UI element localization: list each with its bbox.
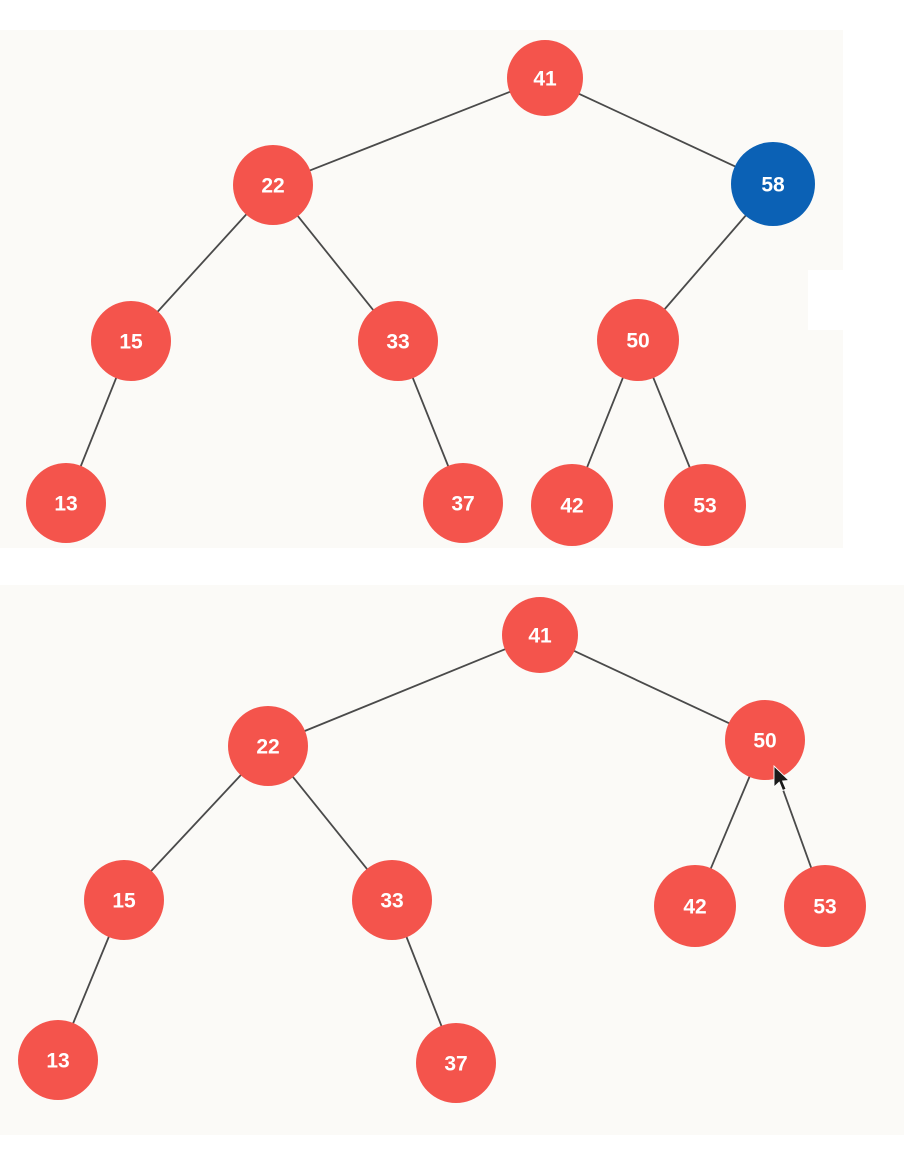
tree-node-37[interactable]: 37: [416, 1023, 496, 1103]
tree-node-label: 53: [813, 896, 836, 919]
tree-edge: [79, 375, 118, 469]
tree-node-circle[interactable]: [228, 706, 308, 786]
tree-edge: [71, 934, 111, 1026]
tree-node-22[interactable]: 22: [233, 145, 313, 225]
tree-node-circle[interactable]: [725, 700, 805, 780]
tree-edge: [291, 775, 369, 871]
tree-edge: [405, 935, 443, 1028]
tree-edge: [662, 213, 748, 312]
tree-node-circle[interactable]: [597, 299, 679, 381]
tree-node-circle[interactable]: [84, 860, 164, 940]
tree-panel-after-deletion: 41 22 50 15 33 42 53 13 37: [0, 585, 904, 1135]
tree-node-50[interactable]: 50: [597, 299, 679, 381]
tree-node-label: 15: [112, 890, 136, 913]
tree-node-circle[interactable]: [531, 464, 613, 546]
tree-node-label: 33: [386, 331, 409, 354]
tree-node-label: 58: [761, 174, 785, 197]
tree-node-label: 42: [683, 896, 706, 919]
tree-node-41[interactable]: 41: [502, 597, 578, 673]
tree-node-37[interactable]: 37: [423, 463, 503, 543]
tree-edge: [149, 773, 243, 873]
tree-node-58[interactable]: 58: [731, 142, 815, 226]
tree-node-15[interactable]: 15: [84, 860, 164, 940]
tree-node-15[interactable]: 15: [91, 301, 171, 381]
tree-node-53[interactable]: 53: [784, 865, 866, 947]
tree-edge: [302, 647, 508, 733]
tree-edge: [155, 212, 249, 314]
white-patch-artifact: [808, 270, 843, 330]
tree-node-42[interactable]: 42: [531, 464, 613, 546]
tree-node-41[interactable]: 41: [507, 40, 583, 116]
tree-edge: [411, 375, 450, 469]
tree-node-circle[interactable]: [664, 464, 746, 546]
tree-node-circle[interactable]: [18, 1020, 98, 1100]
tree-node-13[interactable]: 13: [26, 463, 106, 543]
tree-diagram-before-deletion: 41 22 58 15 33 50 13 37 42 53: [26, 40, 815, 546]
tree-node-circle[interactable]: [502, 597, 578, 673]
tree-edge: [777, 775, 813, 870]
tree-node-label: 22: [256, 736, 279, 759]
tree-node-label: 37: [451, 493, 474, 516]
tree-node-circle[interactable]: [91, 301, 171, 381]
tree-node-label: 42: [560, 495, 583, 518]
tree-edge: [296, 214, 375, 312]
tree-edge: [572, 649, 731, 725]
tree-node-circle[interactable]: [233, 145, 313, 225]
tree-node-circle[interactable]: [423, 463, 503, 543]
tree-node-circle[interactable]: [654, 865, 736, 947]
tree-node-22[interactable]: 22: [228, 706, 308, 786]
tree-node-13[interactable]: 13: [18, 1020, 98, 1100]
tree-node-circle[interactable]: [507, 40, 583, 116]
tree-node-53[interactable]: 53: [664, 464, 746, 546]
tree-node-circle[interactable]: [731, 142, 815, 226]
tree-node-label: 15: [119, 331, 143, 354]
tree-node-label: 13: [54, 493, 77, 516]
tree-node-label: 33: [380, 890, 403, 913]
tree-node-label: 41: [533, 68, 557, 91]
tree-node-33[interactable]: 33: [352, 860, 432, 940]
tree-node-label: 50: [626, 330, 649, 353]
tree-node-label: 22: [261, 175, 284, 198]
tree-node-circle[interactable]: [416, 1023, 496, 1103]
tree-node-33[interactable]: 33: [358, 301, 438, 381]
tree-edge: [308, 90, 512, 172]
tree-node-circle[interactable]: [352, 860, 432, 940]
tree-node-label: 50: [753, 730, 776, 753]
tree-node-42[interactable]: 42: [654, 865, 736, 947]
tree-edge: [651, 375, 692, 470]
tree-panel-before-deletion: 41 22 58 15 33 50 13 37 42 53: [0, 30, 843, 548]
tree-node-50[interactable]: 50: [725, 700, 805, 780]
tree-node-label: 13: [46, 1050, 69, 1073]
tree-node-label: 53: [693, 495, 716, 518]
tree-node-circle[interactable]: [358, 301, 438, 381]
tree-edge: [577, 92, 738, 168]
tree-node-circle[interactable]: [784, 865, 866, 947]
tree-diagram-after-deletion: 41 22 50 15 33 42 53 13 37: [18, 597, 866, 1103]
tree-node-circle[interactable]: [26, 463, 106, 543]
tree-node-label: 37: [444, 1053, 467, 1076]
tree-edge: [709, 774, 752, 871]
tree-edge: [585, 375, 625, 470]
tree-node-label: 41: [528, 625, 552, 648]
